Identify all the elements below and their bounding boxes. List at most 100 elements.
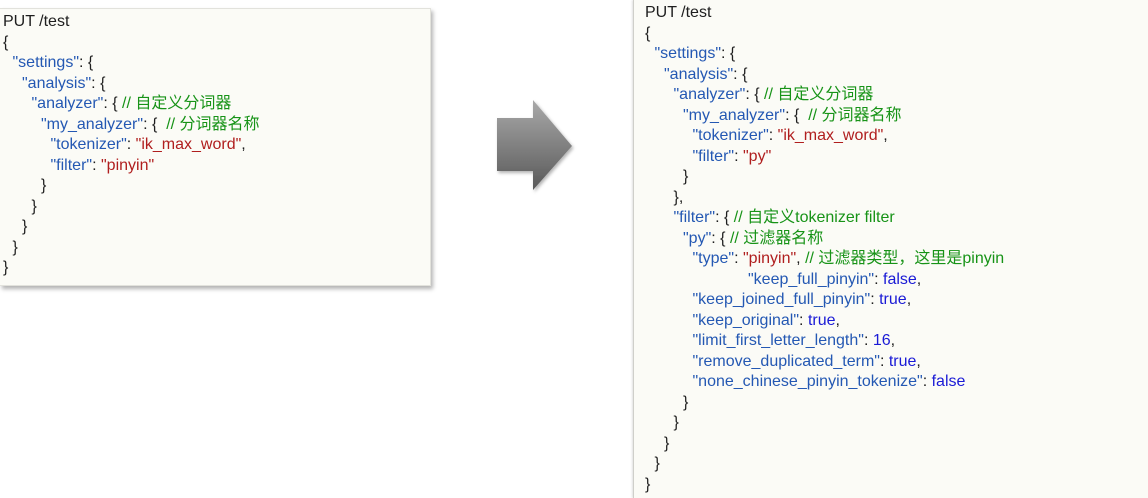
json-key: "tokenizer" [692, 127, 769, 144]
json-brace: }, [673, 188, 684, 206]
code-line: "py" : { // 过滤器名称 [645, 229, 1148, 250]
code-comment: // 自定义分词器 [764, 86, 874, 103]
code-line: "keep_full_pinyin" : false , [645, 270, 1148, 291]
json-punctuation: : [799, 311, 808, 329]
json-key: "settings" [12, 54, 80, 71]
json-key: "settings" [654, 45, 722, 62]
json-brace: } [3, 259, 9, 276]
json-literal-value: false [883, 270, 917, 288]
json-key: "filter" [50, 156, 93, 174]
code-line: "keep_original" : true , [645, 311, 1148, 332]
code-line: { [645, 24, 1148, 45]
code-line: "analyzer" : { // 自定义分词器 [645, 85, 1148, 106]
json-string-value: "ik_max_word" [135, 136, 242, 153]
json-brace: { [645, 24, 651, 42]
json-string-value: "pinyin" [743, 250, 797, 267]
json-punctuation: : { [733, 65, 748, 83]
json-string-value: "pinyin" [100, 156, 155, 174]
json-punctuation: : [768, 127, 778, 144]
code-line: "settings" : { [3, 53, 430, 74]
json-brace: } [664, 434, 670, 452]
original-code-panel: PUT /test { "settings" : { "analysis" : … [0, 8, 431, 286]
json-key: "analysis" [664, 65, 734, 83]
json-punctuation: : { [715, 209, 734, 226]
json-literal-value: true [888, 352, 917, 370]
code-comment: // 分词器名称 [166, 115, 260, 133]
json-brace: } [31, 197, 37, 215]
code-line: "remove_duplicated_term" : true , [645, 352, 1148, 373]
json-brace: } [41, 177, 47, 194]
json-punctuation: , [890, 332, 896, 349]
code-comment: // 自定义分词器 [122, 95, 232, 112]
json-punctuation: , [883, 127, 888, 144]
json-brace: } [22, 218, 28, 235]
json-key: "analyzer" [673, 86, 746, 103]
code-line: "filter" : "py" [645, 147, 1148, 168]
right-arrow-icon-shape [497, 100, 572, 190]
json-key: "filter" [673, 209, 716, 226]
json-key: "py" [683, 229, 712, 247]
json-punctuation: : { [143, 115, 167, 133]
json-key: "my_analyzer" [41, 115, 144, 133]
http-request-line: PUT /test [3, 13, 70, 30]
json-punctuation: : [734, 147, 743, 165]
code-line: { [3, 33, 430, 54]
json-key: "analyzer" [31, 95, 104, 112]
code-line: } [645, 413, 1148, 434]
json-brace: } [683, 393, 689, 411]
json-punctuation: : [863, 332, 873, 349]
code-line: } [645, 434, 1148, 455]
code-line: } [645, 393, 1148, 414]
code-line: } [645, 167, 1148, 188]
code-line: } [3, 176, 430, 197]
json-brace: } [673, 414, 679, 431]
json-punctuation: : { [103, 95, 123, 112]
json-punctuation: : [874, 270, 883, 288]
code-line: "filter" : "pinyin" [3, 156, 430, 177]
json-punctuation: : [126, 136, 136, 153]
json-punctuation: : { [711, 229, 730, 247]
json-key: "none_chinese_pinyin_tokenize" [692, 373, 923, 390]
json-punctuation: : { [745, 86, 765, 103]
json-punctuation: : [734, 250, 743, 267]
code-line: } [645, 454, 1148, 475]
code-line: "analysis" : { [645, 65, 1148, 86]
json-punctuation: : [92, 156, 101, 174]
code-comment: // 自定义tokenizer filter [733, 209, 895, 226]
json-key: "keep_joined_full_pinyin" [692, 291, 871, 308]
code-line: "tokenizer" : "ik_max_word" , [645, 126, 1148, 147]
code-line: } [645, 475, 1148, 496]
json-brace: } [683, 168, 689, 185]
code-line: PUT /test [3, 12, 430, 33]
code-line: "analyzer" : { // 自定义分词器 [3, 94, 430, 115]
code-line: } [3, 258, 430, 279]
json-key: "tokenizer" [50, 136, 127, 153]
json-punctuation: : { [721, 45, 736, 62]
json-brace: } [645, 475, 651, 493]
code-line: "analysis" : { [3, 74, 430, 95]
json-string-value: "py" [742, 147, 772, 165]
code-line: } [3, 238, 430, 259]
code-line: } [3, 217, 430, 238]
code-line: "type" : "pinyin" , // 过滤器类型，这里是pinyin [645, 249, 1148, 270]
json-brace: } [654, 455, 660, 472]
json-key: "remove_duplicated_term" [692, 352, 880, 370]
json-literal-value: true [807, 311, 836, 329]
code-comment: // 过滤器类型，这里是pinyin [805, 250, 1005, 267]
json-brace: } [12, 238, 18, 256]
code-line: PUT /test [645, 3, 1148, 24]
json-string-value: "ik_max_word" [777, 127, 884, 144]
json-punctuation: : { [91, 74, 106, 92]
code-line: "filter" : { // 自定义tokenizer filter [645, 208, 1148, 229]
json-punctuation: , [796, 250, 806, 267]
json-key: "limit_first_letter_length" [692, 332, 864, 349]
right-arrow-icon [497, 100, 572, 190]
json-key: "analysis" [22, 74, 92, 92]
json-key: "filter" [692, 147, 735, 165]
json-punctuation: , [835, 311, 840, 329]
code-line: } [3, 197, 430, 218]
json-brace: { [3, 33, 9, 51]
json-literal-value: 16 [872, 332, 891, 349]
json-literal-value: false [931, 373, 966, 390]
json-punctuation: : [922, 373, 932, 390]
